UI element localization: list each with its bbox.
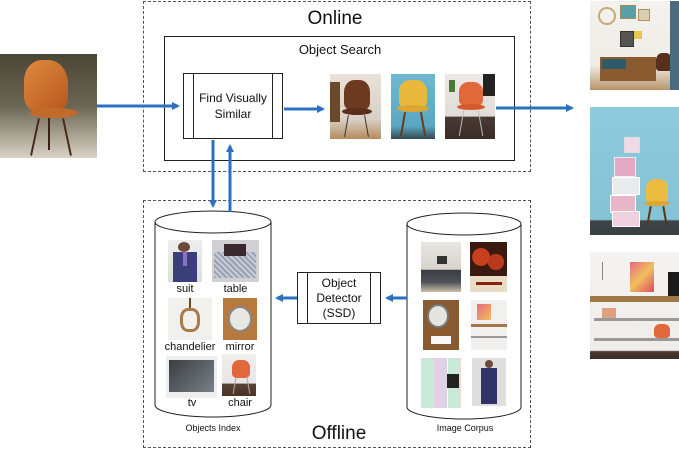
chandelier-label: chandelier (164, 341, 216, 353)
chair-label: chair (228, 397, 252, 409)
find-visually-similar-process: Find Visually Similar (183, 73, 283, 139)
result-image-brown-chair (330, 74, 381, 139)
result-image-yellow-chair (391, 74, 435, 139)
index-item-chair-label: chair (220, 397, 260, 409)
output-scene-2 (590, 107, 679, 235)
detector-label-line2: Detector (316, 290, 362, 305)
offline-region (143, 200, 531, 448)
index-item-table-label: table (212, 283, 259, 295)
index-item-tv-image (166, 356, 217, 398)
corpus-image-man-in-suit (472, 358, 506, 406)
image-corpus-caption: Image Corpus (436, 423, 494, 433)
process-label-line2: Similar (214, 107, 252, 121)
corpus-image-pizza-bagels (470, 242, 507, 292)
index-item-chair-image (222, 354, 256, 396)
index-item-tv-label: tv (172, 397, 212, 409)
index-item-chandelier-image (168, 298, 212, 340)
table-label: table (223, 283, 248, 295)
index-item-chandelier-label: chandelier (160, 341, 220, 353)
corpus-image-shelves-decor (471, 300, 507, 350)
index-item-suit-image (168, 240, 202, 282)
index-item-table-image (212, 240, 259, 282)
tv-label: tv (187, 397, 197, 409)
online-title: Online (307, 8, 363, 29)
corpus-image-bathroom-mirror (423, 300, 459, 350)
index-item-mirror-label: mirror (218, 341, 262, 353)
suit-label: suit (176, 283, 194, 295)
query-chair-image (0, 54, 97, 158)
object-detector-process: Object Detector (SSD) (297, 272, 381, 324)
output-scene-3 (590, 252, 679, 359)
index-item-mirror-image (223, 298, 257, 340)
object-search-title: Object Search (298, 42, 382, 57)
corpus-image-illustration-grid (421, 358, 461, 408)
detector-label-line1: Object (321, 275, 357, 290)
corpus-image-living-room (421, 242, 461, 292)
offline-title: Offline (311, 423, 367, 444)
process-label-line1: Find Visually (199, 91, 267, 105)
output-scene-1 (590, 1, 679, 90)
index-item-suit-label: suit (166, 283, 204, 295)
mirror-label: mirror (225, 341, 255, 353)
objects-index-caption: Objects Index (185, 423, 241, 433)
online-region (143, 1, 531, 172)
result-image-orange-chair (445, 74, 495, 139)
detector-label-line3: (SSD) (322, 305, 356, 320)
